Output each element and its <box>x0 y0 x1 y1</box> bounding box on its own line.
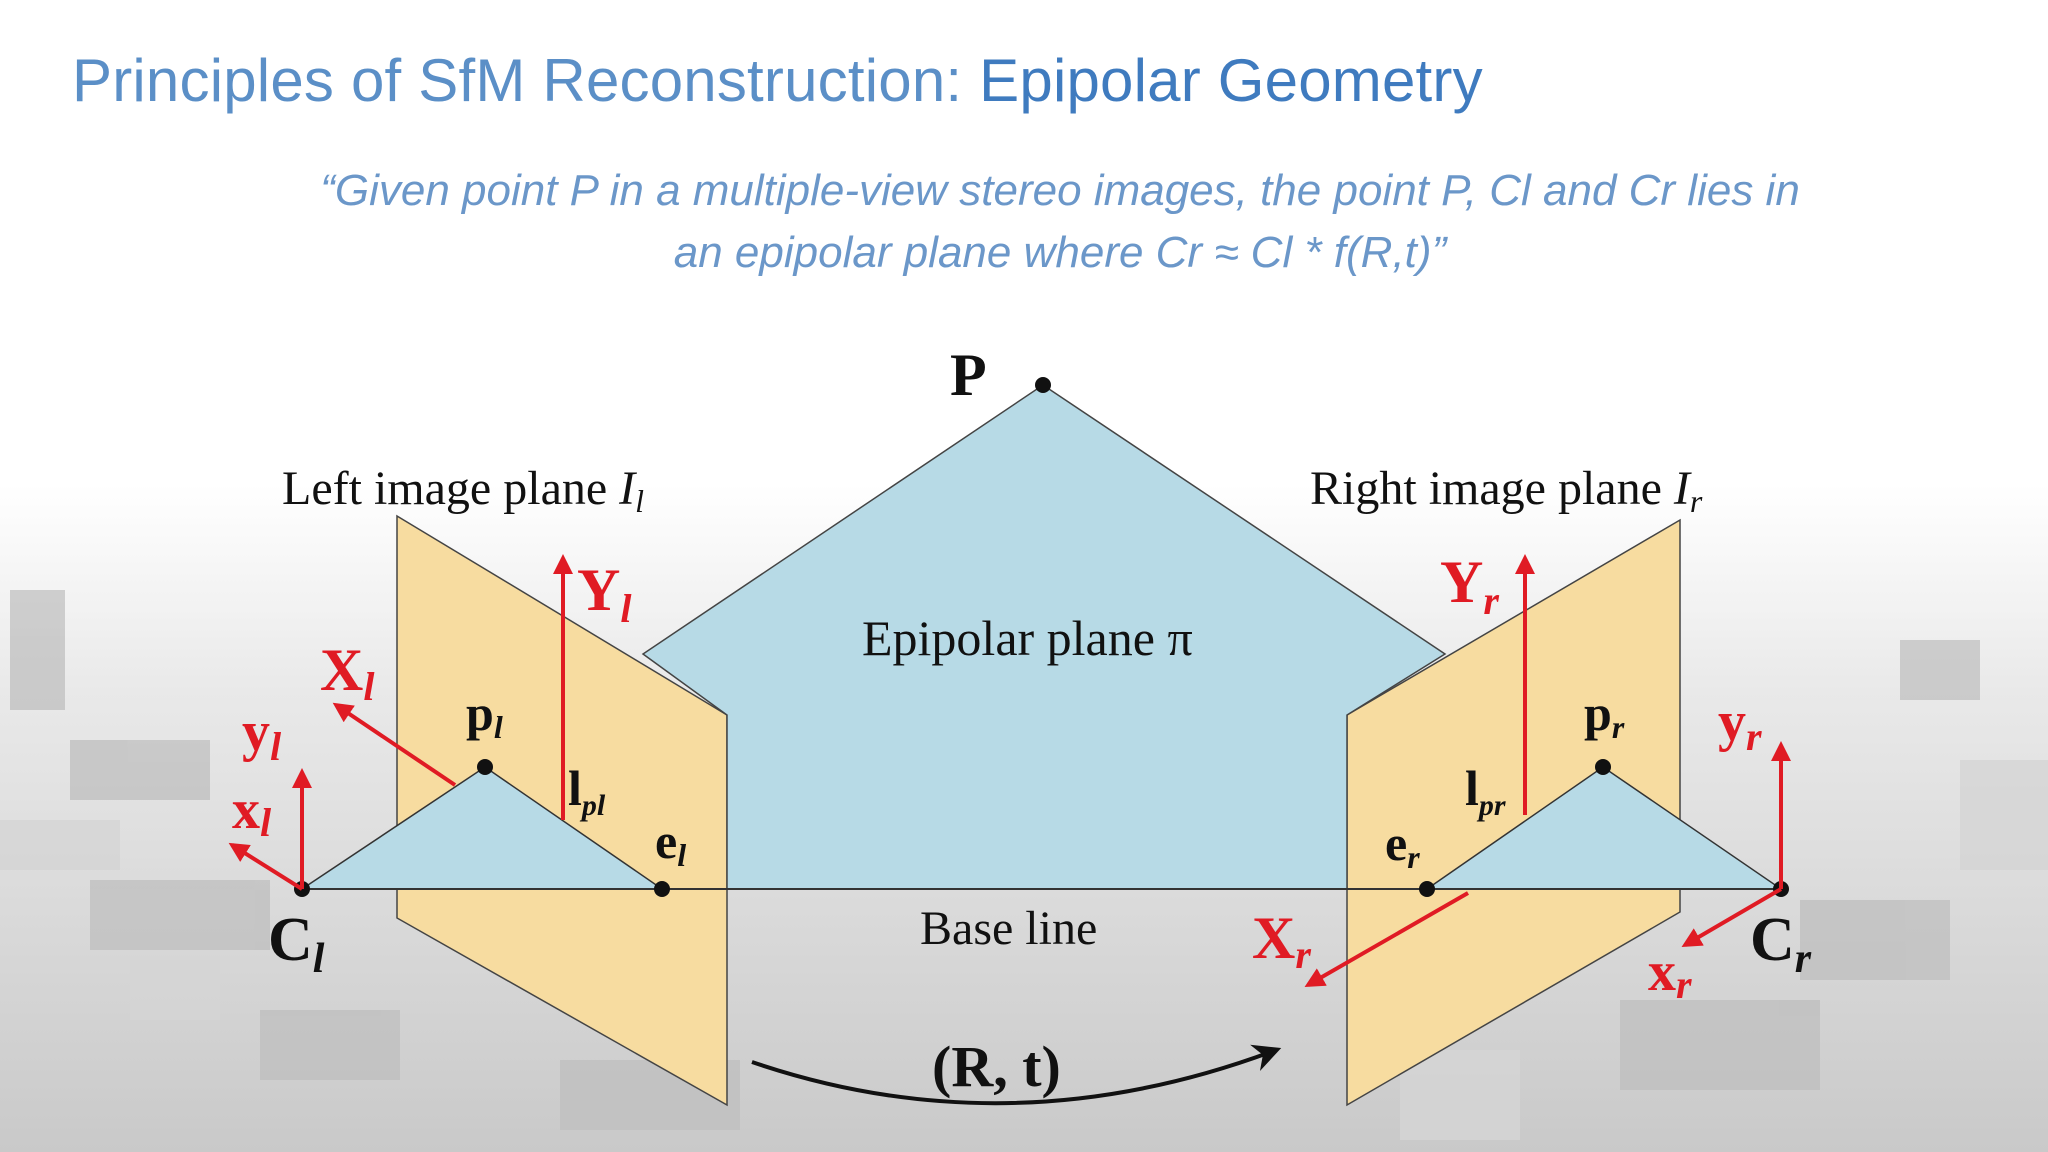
title-prefix: Principles of SfM Reconstruction: <box>72 47 980 114</box>
right-e-label: er <box>1385 815 1420 875</box>
slide-quote: “Given point P in a multiple-view stereo… <box>180 160 1940 284</box>
left-X-axis <box>332 702 457 787</box>
point-el <box>654 881 670 897</box>
left-x-label: xl <box>232 779 272 845</box>
left-Y-label: Yl <box>577 557 632 631</box>
transform-label: (R, t) <box>932 1034 1061 1099</box>
left-l-label: lpl <box>568 760 606 822</box>
slide-title: Principles of SfM Reconstruction: Epipol… <box>72 46 1483 115</box>
right-X-label: Xr <box>1252 905 1311 977</box>
right-C-label: Cr <box>1750 906 1812 982</box>
point-pr <box>1595 759 1611 775</box>
point-er <box>1419 881 1435 897</box>
point-p-label: P <box>950 342 987 408</box>
right-l-label: lpr <box>1465 760 1506 822</box>
right-x-label: xr <box>1648 941 1692 1007</box>
quote-line-2: an epipolar plane where Cr ≈ Cl * f(R,t)… <box>673 228 1447 277</box>
base-line-label: Base line <box>920 902 1097 955</box>
quote-line-1: “Given point P in a multiple-view stereo… <box>320 166 1800 215</box>
right-X-axis <box>1304 891 1469 987</box>
left-C-label: Cl <box>268 906 325 982</box>
right-Y-label: Yr <box>1440 549 1499 623</box>
left-x-axis <box>228 842 304 891</box>
left-y-label: yl <box>242 701 282 769</box>
left-X-label: Xl <box>320 637 375 709</box>
left-e-label: el <box>655 813 686 873</box>
right-y-label: yr <box>1718 691 1762 759</box>
point-pl <box>477 759 493 775</box>
right-x-axis <box>1681 887 1783 948</box>
title-highlight: Epipolar Geometry <box>979 47 1483 114</box>
point-p <box>1035 377 1051 393</box>
right-p-label: pr <box>1584 685 1625 745</box>
transform-arrow <box>751 1044 1282 1106</box>
right-image-plane <box>1346 518 1681 1107</box>
epipolar-plane-label: Epipolar plane π <box>862 610 1193 666</box>
left-p-label: pl <box>466 685 503 745</box>
